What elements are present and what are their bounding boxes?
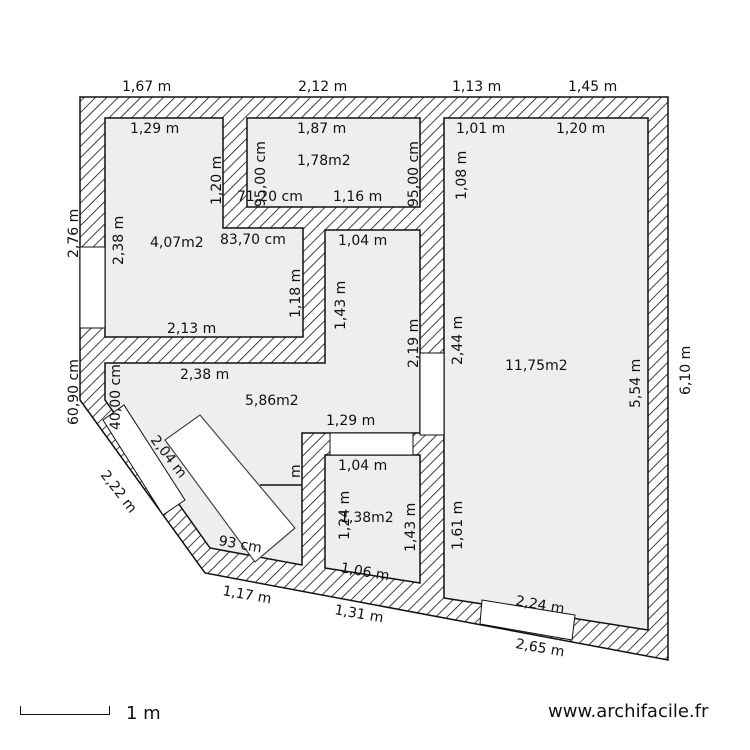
- dimension-label: 1,13 m: [452, 79, 501, 95]
- dimension-label: 1,18 m: [288, 269, 304, 318]
- dimension-label: 1,43 m: [403, 503, 419, 552]
- dimension-label: 1,29 m: [130, 121, 179, 137]
- dimension-label: 71,20 cm: [237, 189, 303, 205]
- dimension-label: 1,01 m: [456, 121, 505, 137]
- area-label: 1,78m2: [297, 153, 351, 169]
- dimension-label: 2,38 m: [180, 367, 229, 383]
- window-left: [79, 246, 106, 329]
- dimension-label: 1,45 m: [568, 79, 617, 95]
- dimension-label: 2,76 m: [66, 209, 82, 258]
- dimension-label: 95,00 cm: [406, 141, 422, 207]
- scale-label: 1 m: [126, 703, 161, 724]
- site-watermark: www.archifacile.fr: [548, 701, 709, 722]
- dimension-label: 1,04 m: [338, 458, 387, 474]
- dimension-label: 1,16 m: [333, 189, 382, 205]
- dimension-label: 1,61 m: [450, 501, 466, 550]
- dimension-label: 40,00 cm: [108, 364, 124, 430]
- dimension-label: 93 cm: [217, 533, 263, 556]
- dimension-label: 1,29 m: [326, 413, 375, 429]
- area-label: 5,86m2: [245, 393, 299, 409]
- dimension-label: 2,12 m: [298, 79, 347, 95]
- dimension-label: 6,10 m: [678, 346, 694, 395]
- door-middle-right: [419, 352, 445, 436]
- area-label: 1,38m2: [340, 510, 394, 526]
- dimension-label: 1,20 m: [209, 156, 225, 205]
- area-label: 4,07m2: [150, 235, 204, 251]
- door-small-room: [329, 432, 414, 456]
- window-diagonal: [102, 404, 186, 516]
- dimension-label: 2,44 m: [450, 316, 466, 365]
- dimension-label: 1,67 m: [122, 79, 171, 95]
- dimension-label: 1,17 m: [221, 583, 272, 607]
- dimension-label: 83,70 cm: [220, 232, 286, 248]
- room-4-07: [104, 117, 304, 338]
- dimension-label: 1,43 m: [333, 281, 349, 330]
- dimension-label: 1,04 m: [338, 233, 387, 249]
- dimension-label: 1,87 m: [297, 121, 346, 137]
- dimension-label: 60,90 cm: [66, 359, 82, 425]
- room-11-75: [443, 117, 649, 631]
- room-1-78: [246, 117, 421, 208]
- window-bottom: [479, 599, 576, 641]
- dimension-label: 95,00 cm: [253, 141, 269, 207]
- dimension-label: m: [288, 464, 304, 478]
- scale-bar: [20, 706, 110, 715]
- dimension-label: 1,20 m: [556, 121, 605, 137]
- bathtub: [164, 414, 296, 563]
- area-label: 11,75m2: [505, 358, 568, 374]
- dimension-label: 2,19 m: [406, 319, 422, 368]
- dimension-label: 2,38 m: [111, 216, 127, 265]
- dimension-label: 1,08 m: [454, 151, 470, 200]
- dimension-label: 2,13 m: [167, 321, 216, 337]
- dimension-label: 5,54 m: [628, 359, 644, 408]
- dimension-label: 1,24 m: [337, 491, 353, 540]
